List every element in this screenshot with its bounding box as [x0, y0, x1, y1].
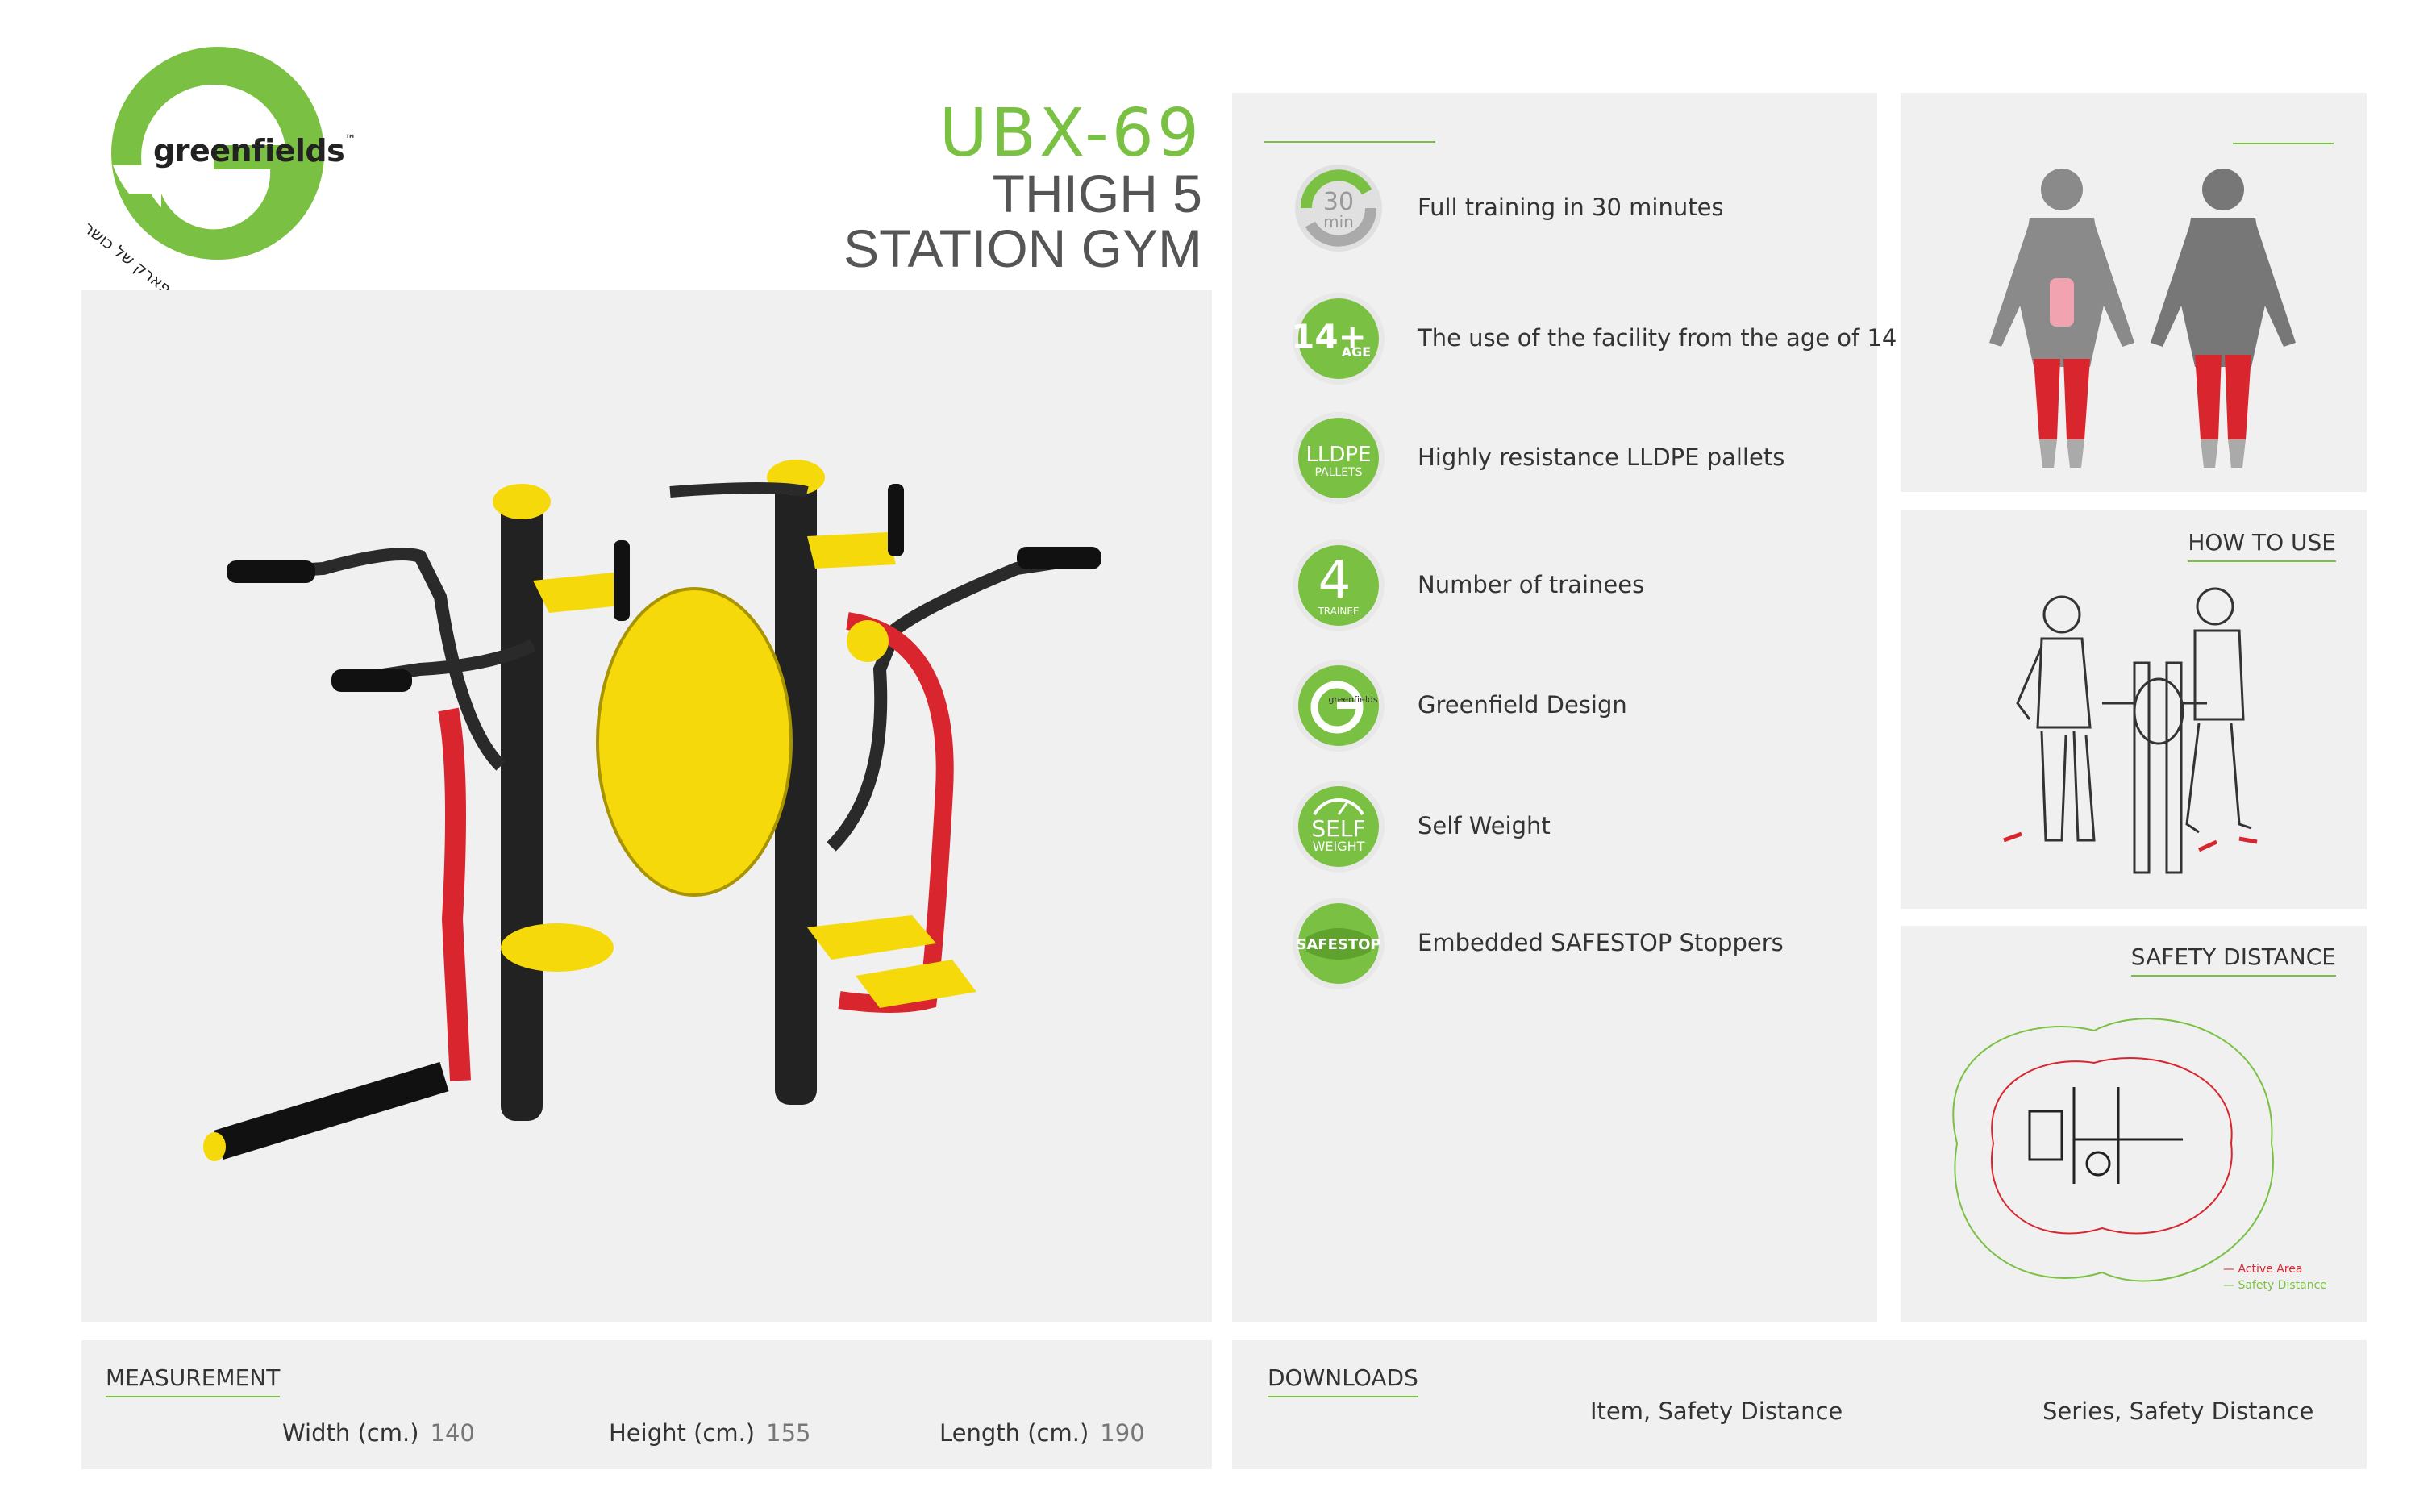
back-body: [2151, 169, 2296, 367]
feature-item: 14+ AGE The use of the facility from the…: [1290, 290, 1897, 387]
svg-text:AGE: AGE: [1342, 344, 1371, 360]
product-3d-image: [203, 460, 1101, 1161]
svg-text:WEIGHT: WEIGHT: [1313, 839, 1365, 854]
greenfield-design-icon: greenfields: [1293, 660, 1385, 752]
feature-item: 4 TRAINEE Number of trainees: [1290, 537, 1871, 634]
safety-distance-panel: SAFETY DISTANCE — Active Area — Safety D…: [1901, 926, 2367, 1322]
feature-label: Embedded SAFESTOP Stoppers: [1418, 929, 1784, 956]
front-body: [1989, 169, 2134, 367]
svg-text:PALLETS: PALLETS: [1314, 466, 1362, 479]
width-measurement: Width (cm.)140: [282, 1419, 475, 1447]
measurement-title: MEASUREMENT: [106, 1364, 281, 1397]
feature-item: SELF WEIGHT Self Weight: [1290, 778, 1871, 875]
muscle-map-panel: [1901, 93, 2367, 492]
legend-active-area: — Active Area: [2223, 1263, 2303, 1276]
svg-text:TRAINEE: TRAINEE: [1317, 606, 1359, 617]
how-to-use-panel: HOW TO USE: [1901, 510, 2367, 909]
logo-wordmark: greenfields™: [153, 133, 356, 169]
safestop-icon: SAFESTOP: [1293, 898, 1385, 989]
svg-text:SAFESTOP: SAFESTOP: [1296, 936, 1380, 953]
lldpe-pallets-icon: LLDPE PALLETS: [1293, 412, 1385, 504]
greenfields-logo[interactable]: greenfields™ פארק של כושר: [80, 44, 371, 298]
features-divider: [1264, 141, 1435, 143]
feature-item: LLDPE PALLETS Highly resistance LLDPE pa…: [1290, 410, 1871, 506]
how-to-use-title: HOW TO USE: [2188, 529, 2336, 562]
product-image-panel: [81, 290, 1212, 1322]
svg-text:14+: 14+: [1291, 317, 1367, 356]
feature-label: Full training in 30 minutes: [1418, 194, 1724, 221]
svg-text:min: min: [1323, 212, 1354, 231]
length-measurement: Length (cm.)190: [939, 1419, 1145, 1447]
safety-distance-diagram: [1952, 1018, 2274, 1282]
svg-text:greenfields: greenfields: [1328, 694, 1378, 705]
length-value: 190: [1100, 1419, 1145, 1447]
clock-30-min-icon: 30 min: [1295, 165, 1382, 252]
feature-item: greenfields Greenfield Design: [1290, 657, 1871, 754]
downloads-title: DOWNLOADS: [1268, 1364, 1418, 1397]
svg-text:30: 30: [1323, 188, 1354, 216]
downloads-panel: DOWNLOADS: [1232, 1340, 2367, 1469]
legend-safety-distance: — Safety Distance: [2223, 1279, 2327, 1292]
feature-item: 30 min Full training in 30 minutes: [1290, 160, 1871, 256]
measurement-panel: MEASUREMENT: [81, 1340, 1212, 1469]
svg-text:SELF: SELF: [1311, 815, 1365, 842]
logo-g-mark-icon: [111, 47, 324, 260]
trainee-4-icon: 4 TRAINEE: [1293, 539, 1385, 631]
product-name: THIGH 5 STATION GYM: [843, 166, 1202, 276]
feature-label: Number of trainees: [1418, 571, 1645, 598]
feature-label: Self Weight: [1418, 812, 1551, 839]
muscle-divider: [2233, 143, 2334, 144]
product-name-line2: STATION GYM: [843, 219, 1202, 278]
product-model: UBX-69: [939, 95, 1202, 172]
feature-label: Highly resistance LLDPE pallets: [1418, 444, 1785, 471]
safety-distance-title: SAFETY DISTANCE: [2130, 943, 2336, 977]
product-name-line1: THIGH 5: [992, 164, 1202, 223]
how-to-use-image: [2003, 587, 2258, 874]
self-weight-icon: SELF WEIGHT: [1293, 781, 1385, 873]
item-safety-distance-link[interactable]: Item, Safety Distance: [1590, 1397, 1843, 1425]
width-value: 140: [430, 1419, 475, 1447]
svg-text:LLDPE: LLDPE: [1305, 443, 1371, 467]
series-safety-distance-link[interactable]: Series, Safety Distance: [2042, 1397, 2314, 1425]
muscle-map-image: [1989, 169, 2296, 468]
age-14-plus-icon: 14+ AGE: [1291, 293, 1385, 385]
feature-label: The use of the facility from the age of …: [1418, 324, 1897, 352]
feature-label: Greenfield Design: [1418, 691, 1627, 719]
height-value: 155: [766, 1419, 811, 1447]
feature-item: SAFESTOP Embedded SAFESTOP Stoppers: [1290, 895, 1871, 992]
height-measurement: Height (cm.)155: [609, 1419, 811, 1447]
svg-text:4: 4: [1318, 551, 1351, 610]
